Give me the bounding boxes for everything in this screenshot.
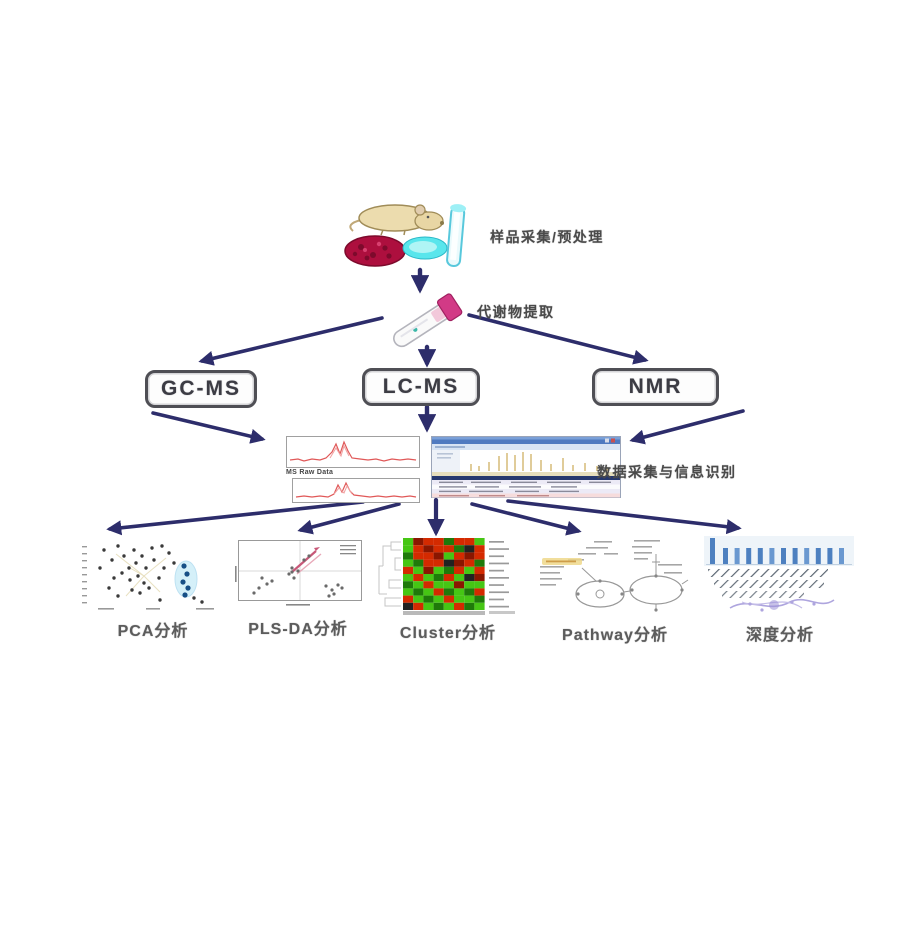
plsda-analysis-label: PLS-DA分析	[248, 621, 348, 638]
arrow-gcms-to-data	[151, 411, 266, 444]
chromatogram-thumbnail-top	[286, 436, 420, 468]
arrow-data-to-pathway	[470, 502, 582, 536]
arrow-nmr-to-data	[629, 409, 745, 445]
lcms-box: LC-MS	[362, 368, 480, 406]
acquisition-software-thumbnail	[431, 436, 621, 498]
gcms-box-label: GC-MS	[161, 377, 241, 400]
pathway-map-thumbnail	[540, 540, 689, 612]
deep-analysis-label: 深度分析	[745, 627, 814, 644]
cluster-analysis-label: Cluster分析	[399, 625, 497, 642]
arrow-data-to-plsda	[297, 502, 401, 535]
extraction-tube-icon	[393, 293, 463, 348]
tissue-sample-icon	[344, 235, 406, 267]
arrow-data-to-deep	[506, 499, 742, 535]
mouse-icon	[349, 204, 444, 236]
test-tube-icon	[446, 204, 467, 268]
network-scribble	[729, 598, 835, 612]
sample-stage-label: 样品采集/预处理	[490, 229, 604, 245]
raw-data-caption: MS Raw Data	[286, 469, 334, 476]
petri-dish-icon	[402, 236, 448, 260]
sample-collection-icons	[344, 204, 467, 268]
chromatogram-thumbnail-bottom	[292, 478, 420, 503]
arrow-extraction-to-gcms	[198, 316, 384, 366]
arrow-extraction-to-nmr	[467, 313, 649, 365]
deep-analysis-thumbnail	[704, 536, 854, 612]
acquisition-stage-label: 数据采集与信息识别	[597, 464, 737, 480]
cluster-heatmap-thumbnail	[378, 538, 515, 615]
nmr-box: NMR	[592, 368, 719, 406]
pca-analysis-label: PCA分析	[117, 623, 189, 640]
extraction-stage-label: 代谢物提取	[477, 304, 555, 320]
nmr-box-label: NMR	[628, 375, 683, 398]
plsda-scatter-thumbnail	[235, 540, 362, 606]
arrow-data-to-pca	[106, 500, 365, 536]
lcms-box-label: LC-MS	[382, 375, 460, 398]
pca-scatter-thumbnail	[82, 544, 214, 610]
gcms-box: GC-MS	[145, 370, 257, 408]
pathway-analysis-label: Pathway分析	[562, 627, 668, 644]
